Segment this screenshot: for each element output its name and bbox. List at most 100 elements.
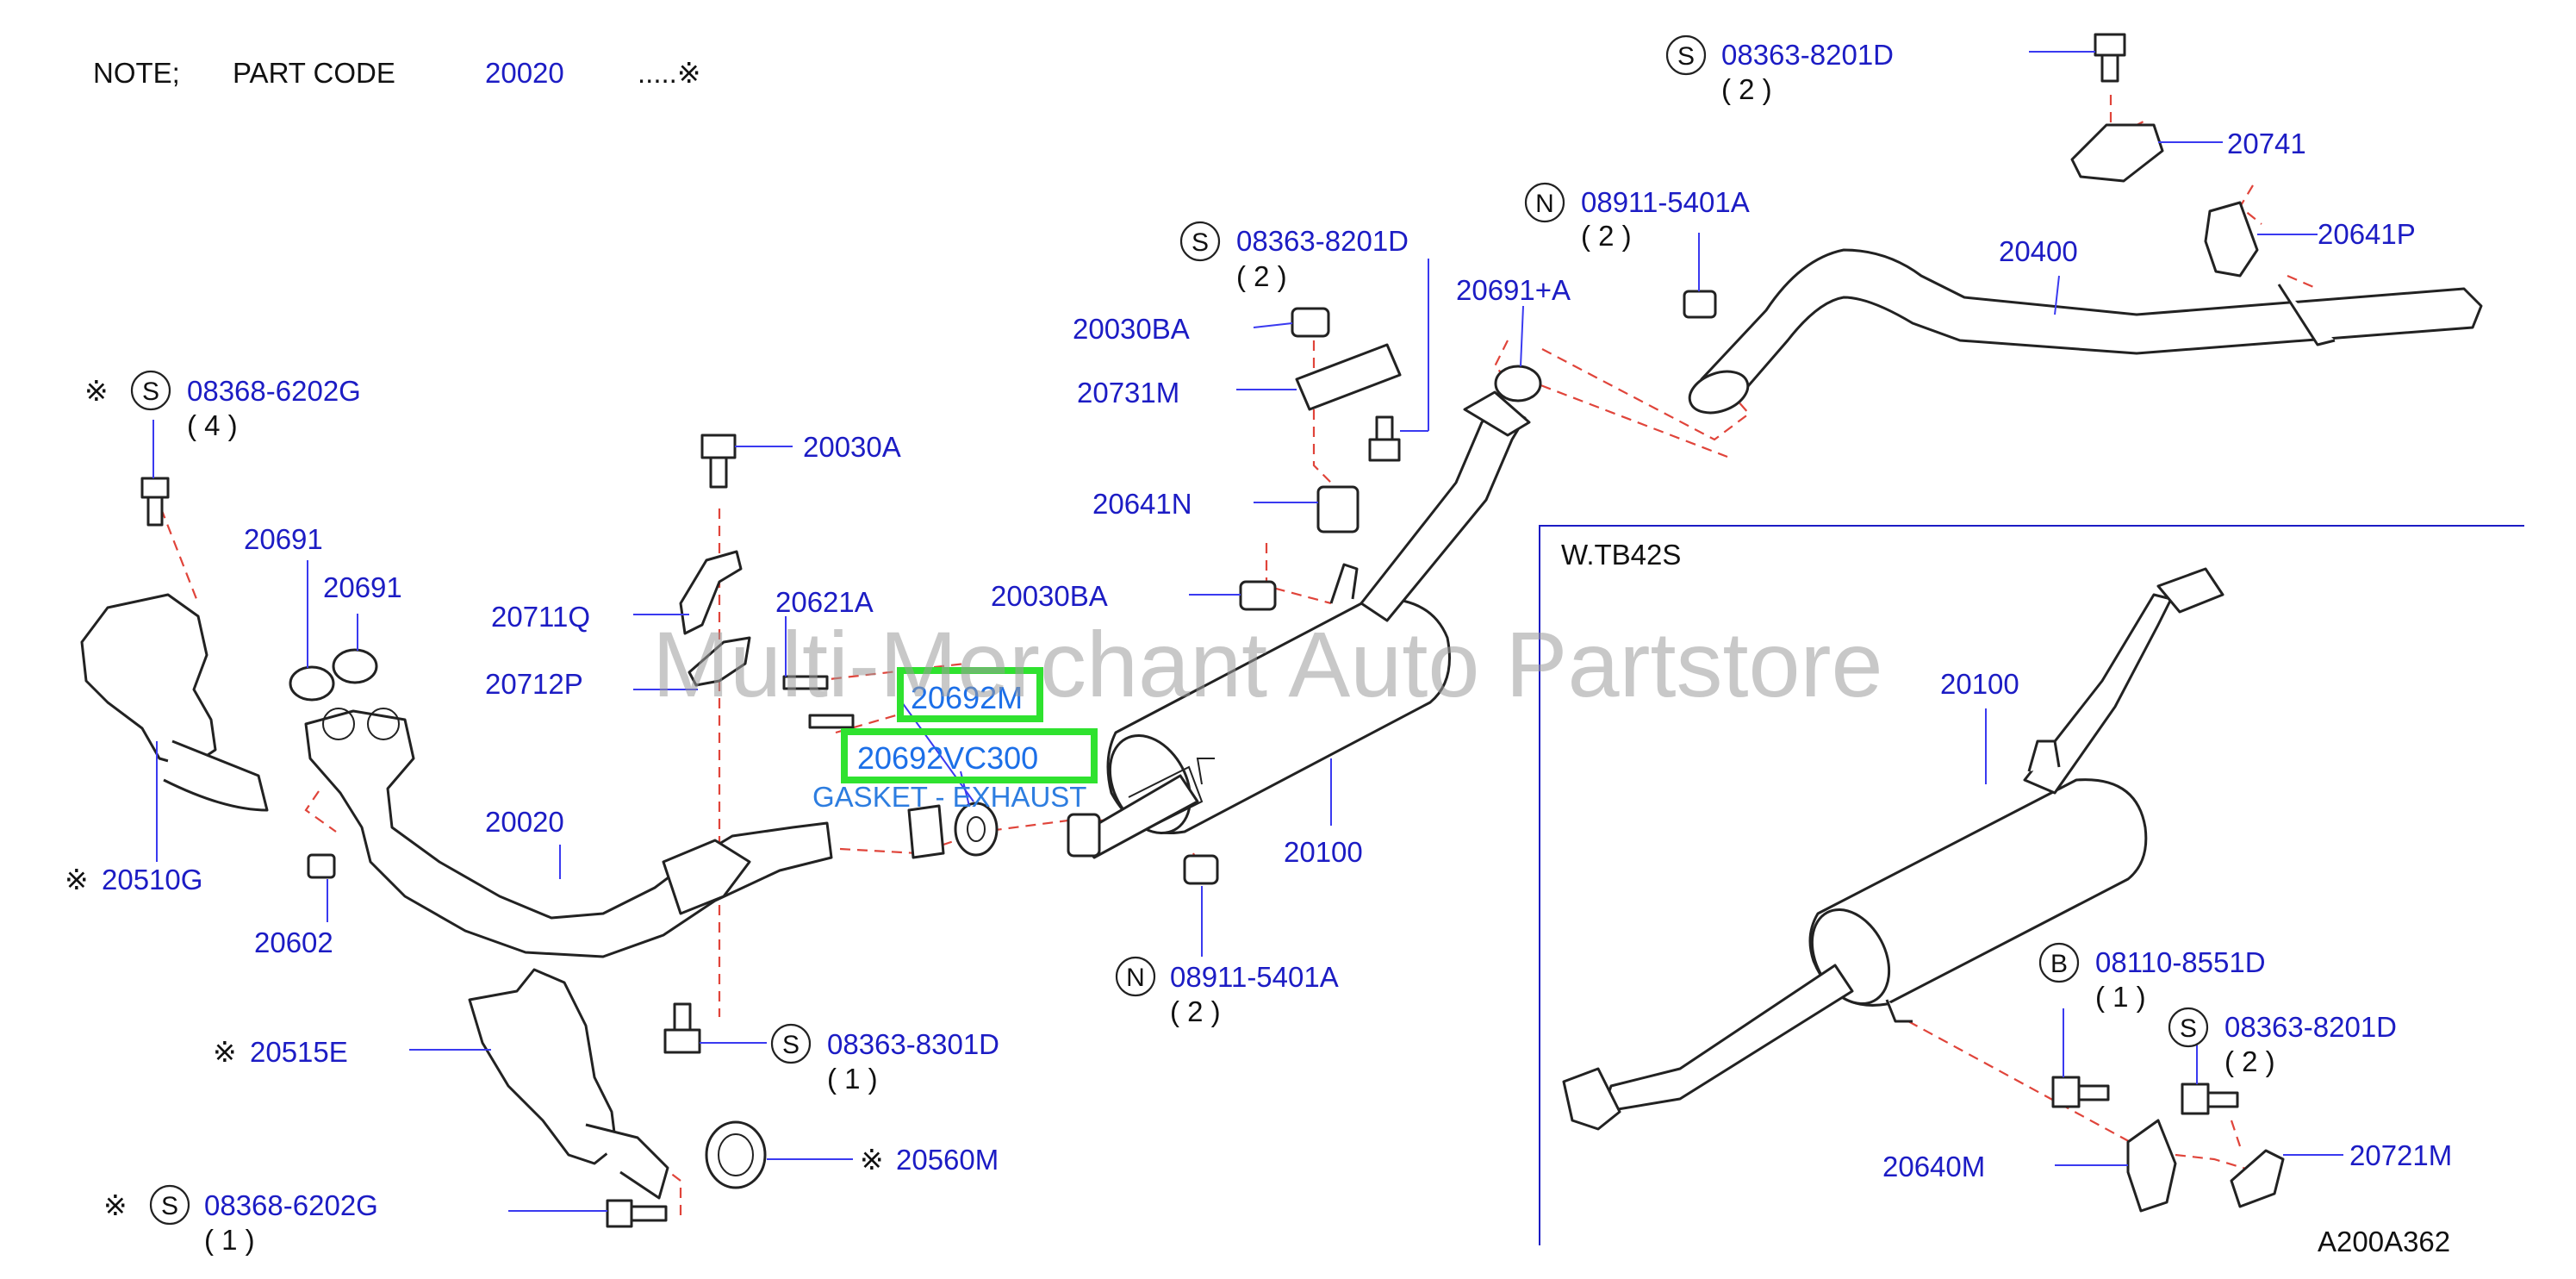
bolt-08363-8201d-mid[interactable] [1368,415,1401,462]
diagram-reference: A200A362 [2318,1226,2450,1257]
front-exhaust-pipe-20020[interactable] [304,709,833,958]
clamp-20560m[interactable] [705,1120,767,1189]
bracket-20721m[interactable] [2230,1149,2285,1208]
fastener-08363-8301d[interactable]: 08363-8301D [827,1028,999,1060]
heat-shield-20510g-outlet [163,739,269,812]
label-20602[interactable]: 20602 [254,926,333,958]
nut-20030ba-top[interactable] [1291,307,1330,338]
fastener-qty: ( 2 ) [2224,1045,2275,1077]
nut-20602[interactable] [307,853,336,879]
label-20640m[interactable]: 20640M [1882,1151,1985,1182]
note-part-code-label: PART CODE [233,57,395,89]
note-mark: .....※ [638,57,701,89]
watermark: Multi-Merchant Auto Partstore [652,612,1883,716]
bolt-08368-6202g-upper[interactable] [140,477,170,527]
label-20641n[interactable]: 20641N [1092,488,1192,520]
bolt-08363-8201d-inset[interactable] [2181,1082,2239,1115]
fastener-qty: ( 1 ) [2095,981,2146,1013]
tail-pipe-20400[interactable] [1684,248,2483,421]
fastener-08368-6202g-upper[interactable]: 08368-6202G [187,375,361,407]
bracket-20731m[interactable] [1295,343,1402,411]
insulator-20641n[interactable] [1316,485,1360,533]
inset-frame [1539,525,2524,1245]
exhaust-gasket-20692m[interactable] [954,802,999,857]
label-20030ba-top[interactable]: 20030BA [1073,313,1190,345]
heat-shield-20510g[interactable] [80,593,217,769]
label-20731m[interactable]: 20731M [1077,377,1179,409]
label-20030a[interactable]: 20030A [803,431,901,463]
fastener-08911-5401a-lower[interactable]: 08911-5401A [1170,961,1339,993]
fastener-type-letter: N [1535,190,1554,218]
fastener-08363-8201d-mid[interactable]: 08363-8201D [1236,225,1409,257]
label-20100-main[interactable]: 20100 [1284,836,1363,868]
note-mark-ref: ※ [213,1036,237,1068]
highlight-box-20692vc300 [841,728,1098,783]
bolt-08363-8301d[interactable] [663,1002,701,1054]
fastener-08110-8551d[interactable]: 08110-8551D [2095,946,2266,978]
inset-muffler-20100[interactable] [1562,567,2224,1131]
label-20691-b[interactable]: 20691 [323,571,402,603]
fastener-08363-8201d-inset[interactable]: 08363-8201D [2224,1011,2397,1043]
fastener-type-letter: S [1192,228,1209,257]
fastener-qty: ( 2 ) [1236,260,1287,292]
nut-08911-5401a-upper[interactable] [1683,290,1717,319]
label-20100-inset[interactable]: 20100 [1940,668,2019,700]
muffler-hanger [1329,563,1359,604]
label-20030ba-mid[interactable]: 20030BA [991,580,1108,612]
label-20515e[interactable]: 20515E [250,1036,348,1068]
bolt-20030a[interactable] [700,434,737,489]
gasket-20691-b[interactable] [332,648,378,684]
fastener-type-circle [1115,956,1156,997]
insulator-20641p[interactable] [2204,201,2259,278]
insulator-20640m[interactable] [2126,1119,2177,1213]
catalytic-converter [662,839,751,915]
stud-20621a[interactable] [782,675,855,729]
gasket-20691-a[interactable] [289,665,335,702]
nut-20030ba-mid[interactable] [1239,580,1277,611]
nut-08911-5401a-lower[interactable] [1183,854,1219,885]
leader-lines [152,51,2343,1212]
note-part-code[interactable]: 20020 [485,57,564,89]
fastener-qty: ( 4 ) [187,409,238,441]
bracket-20712p[interactable] [688,636,751,687]
label-20400[interactable]: 20400 [1999,235,2078,267]
fastener-qty: ( 1 ) [204,1224,255,1256]
fastener-type-letter: S [161,1192,178,1220]
heat-shield-20515e[interactable] [468,968,618,1165]
bolt-08110-8551d[interactable] [2051,1076,2110,1108]
fastener-type-circle [149,1184,190,1226]
label-20621a[interactable]: 20621A [775,586,874,618]
bracket-20741[interactable] [2070,123,2164,183]
fastener-type-letter: N [1126,964,1145,992]
label-20641p[interactable]: 20641P [2318,218,2416,250]
note-mark-ref: ※ [103,1189,128,1221]
fastener-qty: ( 1 ) [827,1063,878,1095]
bolt-08363-8201d-top[interactable] [2094,33,2126,83]
bracket-20711q[interactable] [679,550,743,635]
fastener-qty: ( 2 ) [1581,220,1632,252]
label-20712p[interactable]: 20712P [485,668,583,700]
fastener-08368-6202g-lower[interactable]: 08368-6202G [204,1189,378,1221]
label-20020[interactable]: 20020 [485,806,564,838]
label-20721m[interactable]: 20721M [2349,1139,2452,1171]
label-20691-a[interactable]: 20691 [244,523,323,555]
inset-title: W.TB42S [1561,539,1681,571]
fastener-type-letter: S [2180,1014,2197,1043]
label-20741[interactable]: 20741 [2227,128,2306,159]
main-muffler-20100[interactable] [1067,597,1451,859]
label-20691a[interactable]: 20691+A [1456,274,1571,306]
gasket-20691a[interactable] [1494,365,1542,402]
label-20711q[interactable]: 20711Q [491,601,590,633]
label-20560m[interactable]: 20560M [896,1144,999,1176]
pipe-flange [907,804,945,859]
highlight-part-20692vc300[interactable]: 20692VC300 [857,740,1038,776]
highlight-part-20692m[interactable]: 20692M [911,680,1023,715]
fastener-type-circle [1524,182,1565,223]
bolt-08368-6202g-lower[interactable] [606,1199,668,1228]
fastener-08911-5401a-upper[interactable]: 08911-5401A [1581,186,1750,218]
label-20510g[interactable]: 20510G [102,864,202,895]
fastener-08363-8201d-top[interactable]: 08363-8201D [1721,39,1894,71]
fastener-type-circle [1665,34,1707,76]
fastener-type-letter: S [1677,42,1695,71]
